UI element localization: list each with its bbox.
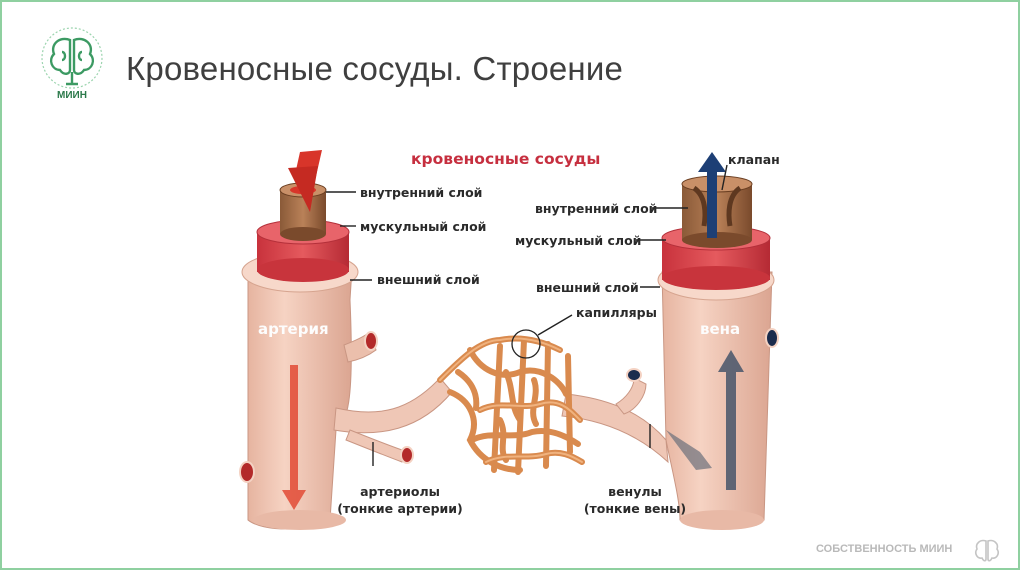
diagram-title: кровеносные сосуды <box>411 150 600 168</box>
arterioles-note: (тонкие артерии) <box>330 501 470 516</box>
brain-logo-icon <box>972 537 1002 565</box>
artery-outer-layer-label: внешний слой <box>377 272 480 287</box>
vein-outer-layer-label: внешний слой <box>536 280 639 295</box>
vein-muscle-layer-label: мускульный слой <box>515 233 641 248</box>
vein-valve-label: клапан <box>728 152 780 167</box>
vein-inner-layer-label: внутренний слой <box>535 201 657 216</box>
artery <box>240 150 452 530</box>
arterioles-label: артериолы <box>330 484 470 499</box>
artery-name: артерия <box>258 320 329 338</box>
venules-note: (тонкие вены) <box>565 501 705 516</box>
footer-copyright: СОБСТВЕННОСТЬ МИИН <box>816 543 952 555</box>
vein-name: вена <box>700 320 740 338</box>
capillaries-label: капилляры <box>576 305 657 320</box>
artery-inner-layer-label: внутренний слой <box>360 185 482 200</box>
artery-muscle-layer-label: мускульный слой <box>360 219 486 234</box>
venules-label: венулы <box>565 484 705 499</box>
